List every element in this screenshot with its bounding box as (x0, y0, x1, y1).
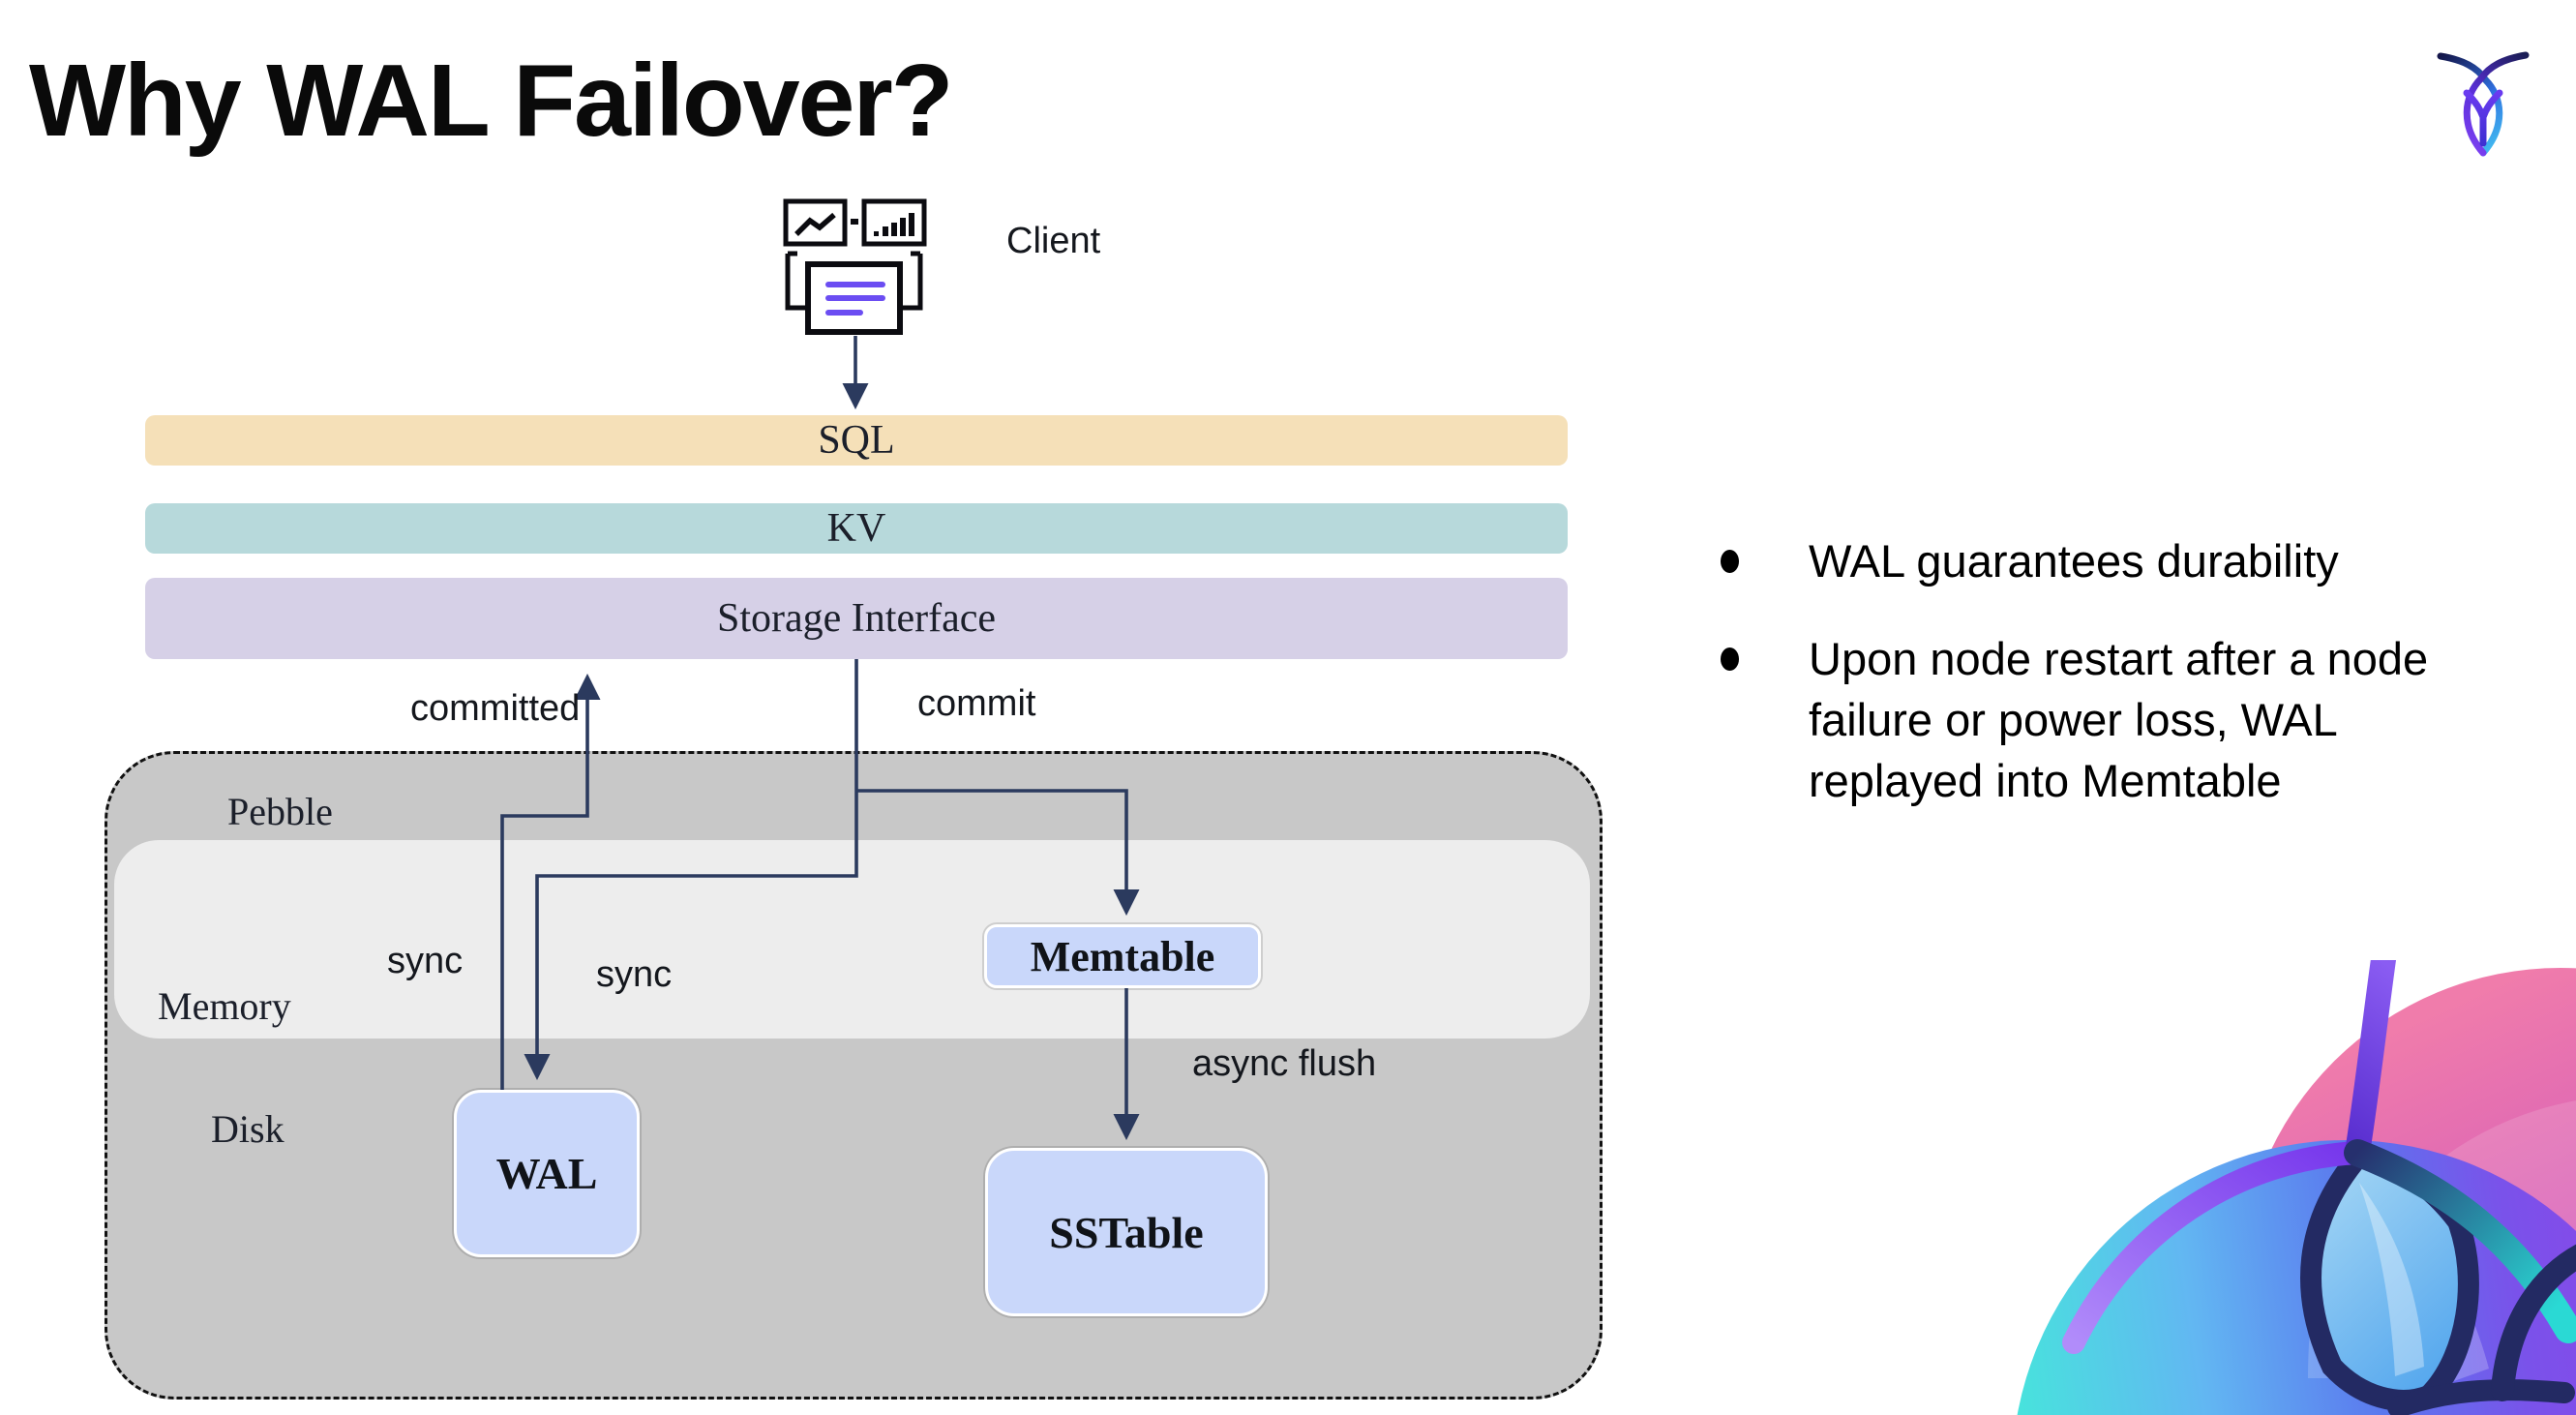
layer-bar-sql: SQL (145, 415, 1568, 466)
disk-label: Disk (211, 1107, 285, 1151)
bullet-list: WAL guarantees durability Upon node rest… (1705, 530, 2576, 811)
commit-sync-to-wal-arrow (524, 659, 858, 1081)
commit-to-memtable-arrow (856, 789, 1140, 917)
edge-label-sync-down: sync (596, 954, 673, 995)
memory-band (114, 840, 1590, 1039)
pebble-label: Pebble (227, 790, 333, 833)
sstable-box-label: SSTable (1049, 1207, 1204, 1257)
sstable-box: SSTable (985, 1148, 1268, 1316)
client-label: Client (1006, 221, 1101, 261)
edge-label-async-flush: async flush (1192, 1043, 1377, 1084)
layer-bar-kv: KV (145, 503, 1568, 554)
client-icon (774, 192, 934, 337)
edge-label-committed: committed (410, 688, 581, 729)
bullet-text: WAL guarantees durability (1809, 535, 2339, 587)
decorative-brand-graphic (2013, 960, 2576, 1415)
memtable-box-label: Memtable (1030, 932, 1215, 980)
bullet-text: Upon node restart after a node failure o… (1809, 633, 2429, 806)
committed-arrow (500, 673, 601, 1090)
page-title: Why WAL Failover? (29, 44, 953, 158)
cockroachdb-logo-icon (2437, 43, 2530, 163)
layer-label-kv: KV (826, 506, 886, 551)
wal-box-label: WAL (495, 1149, 598, 1198)
layer-label-storage-interface: Storage Interface (717, 596, 996, 641)
wal-box: WAL (454, 1090, 640, 1257)
layer-bar-storage-interface: Storage Interface (145, 578, 1568, 659)
memtable-box: Memtable (984, 924, 1261, 988)
bullet-dot (1721, 550, 1739, 573)
layer-label-sql: SQL (818, 418, 895, 463)
edge-label-commit: commit (917, 683, 1036, 724)
memory-label: Memory (158, 984, 291, 1028)
bullet-dot (1721, 647, 1739, 671)
bullet-item: Upon node restart after a node failure o… (1705, 628, 2576, 811)
edge-label-sync-up: sync (387, 941, 464, 981)
bullet-item: WAL guarantees durability (1705, 530, 2576, 591)
